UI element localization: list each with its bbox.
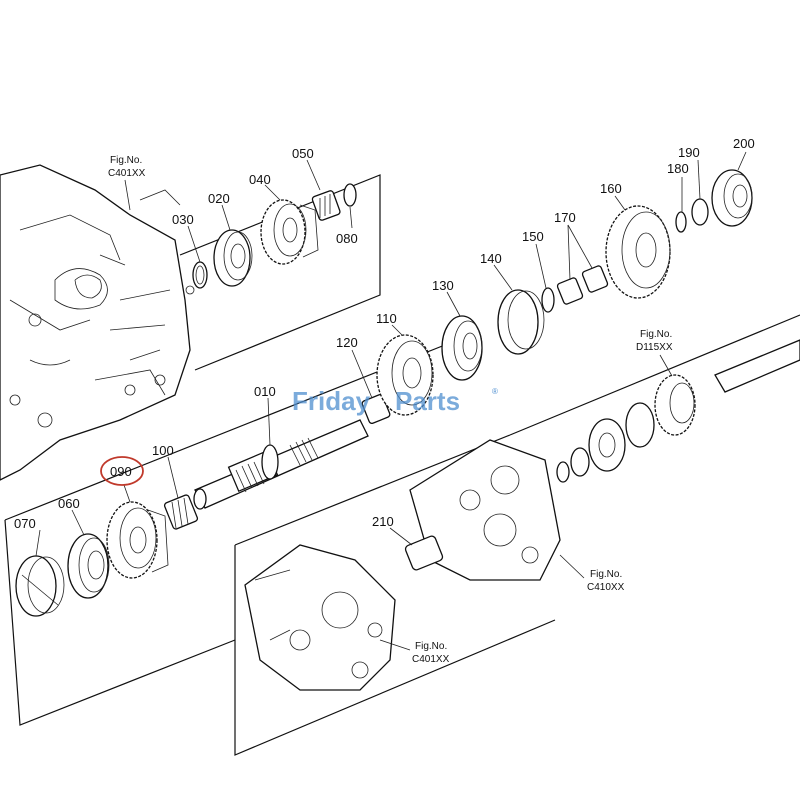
fig-ref-d115-code: D115XX (636, 342, 673, 353)
label-130: 130 (432, 278, 454, 293)
leader-lines (35, 151, 747, 651)
label-120: 120 (336, 335, 358, 350)
figure-references: Fig.No. C401XX Fig.No. D115XX Fig.No. C4… (108, 155, 673, 665)
part-160-gear (605, 205, 671, 299)
part-080-snap-ring (343, 183, 357, 207)
label-170: 170 (554, 210, 576, 225)
watermark-logo: Friday Parts ® (292, 386, 498, 416)
label-110: 110 (376, 311, 397, 326)
label-080: 080 (336, 231, 358, 246)
label-180: 180 (667, 161, 689, 176)
cover-plate-c401-lower (244, 544, 396, 691)
part-180-snap-ring (675, 211, 687, 233)
label-040: 040 (249, 172, 271, 187)
watermark-registered: ® (492, 387, 498, 396)
label-150: 150 (522, 229, 544, 244)
fig-ref-c401-bottom-code: C401XX (412, 654, 450, 665)
part-030-snap-ring (192, 261, 208, 289)
fig-ref-c410-label: Fig.No. (590, 569, 622, 580)
part-070-collar (15, 555, 65, 617)
part-040-gear (260, 199, 319, 265)
watermark-brand-a: Friday (292, 386, 371, 416)
fig-ref-d115-label: Fig.No. (640, 329, 672, 340)
label-140: 140 (480, 251, 502, 266)
part-110-gear (376, 334, 434, 416)
label-010: 010 (254, 384, 276, 399)
part-170-needle-bearings (556, 265, 609, 305)
part-100-needle-bearing (163, 494, 199, 530)
label-070: 070 (14, 516, 36, 531)
label-020: 020 (208, 191, 230, 206)
part-130-bearing (441, 315, 483, 381)
part-labels: 030 020 040 050 080 010 100 090 060 070 … (14, 136, 755, 531)
label-030: 030 (172, 212, 194, 227)
label-160: 160 (600, 181, 622, 196)
part-090-gear (106, 501, 169, 579)
part-210-bushing (404, 535, 444, 571)
part-150-snap-ring (541, 287, 555, 313)
part-200-ball-bearing (711, 169, 753, 227)
reference-shaft-d115 (556, 339, 800, 483)
cover-plate-c410 (409, 439, 561, 581)
label-200: 200 (733, 136, 755, 151)
fig-ref-c401-top-label: Fig.No. (110, 155, 142, 166)
fig-ref-c410-code: C410XX (587, 582, 625, 593)
part-120-needle-bearing (361, 394, 391, 424)
label-190: 190 (678, 145, 700, 160)
part-050-needle-bearing (311, 190, 341, 221)
fig-ref-c401-bottom-label: Fig.No. (415, 641, 447, 652)
label-100: 100 (152, 443, 174, 458)
part-140-collar (497, 289, 545, 355)
fig-ref-c401-top-code: C401XX (108, 168, 146, 179)
part-010-shaft (193, 419, 369, 510)
label-090: 090 (110, 464, 132, 479)
transmission-housing (0, 164, 195, 481)
part-190-ring (691, 198, 709, 226)
watermark-brand-b: Parts (395, 386, 460, 416)
label-210: 210 (372, 514, 394, 529)
highlight-circle-090 (100, 456, 144, 486)
label-050: 050 (292, 146, 314, 161)
part-020-ball-bearing (213, 229, 253, 287)
label-060: 060 (58, 496, 80, 511)
part-060-ball-bearing (67, 533, 110, 599)
